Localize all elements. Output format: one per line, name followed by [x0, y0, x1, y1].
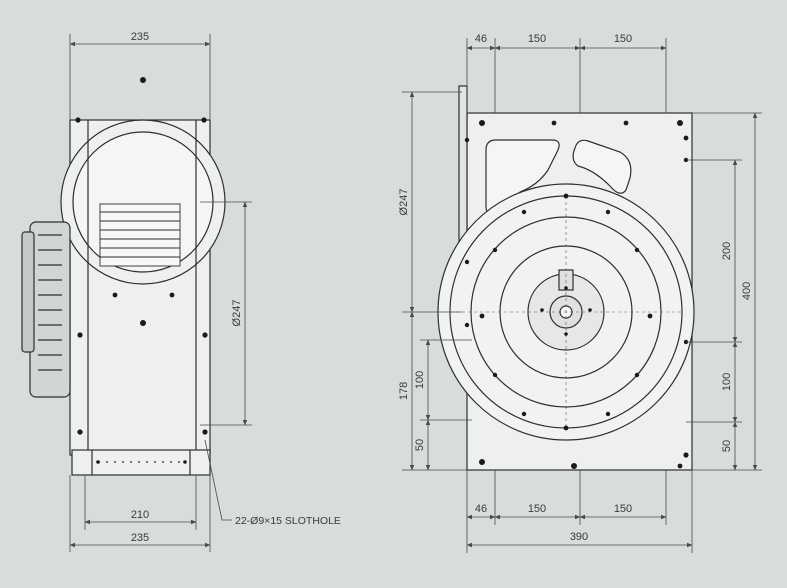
slothole-note: 22-Ø9×15 SLOTHOLE [235, 515, 341, 527]
side-dim-base-inner: 210 [131, 509, 149, 521]
side-dim-top-width: 235 [131, 31, 149, 43]
front-dim-right-200: 200 [721, 242, 733, 260]
front-dim-bottom-span-2: 150 [614, 503, 632, 515]
front-holes [464, 120, 689, 469]
front-dim-bottom-total: 390 [570, 531, 588, 543]
front-dim-left-50: 50 [414, 439, 426, 451]
front-dim-left-100: 100 [414, 371, 426, 389]
front-dimensions [402, 38, 762, 553]
front-radial-lines [450, 196, 682, 428]
front-dim-right-100: 100 [721, 373, 733, 391]
side-holes [75, 77, 208, 464]
front-dim-top-span-2: 150 [614, 33, 632, 45]
front-dim-right-50: 50 [721, 440, 733, 452]
front-dim-top-span-1: 150 [528, 33, 546, 45]
side-motor [21, 221, 71, 398]
front-dim-bottom-offset: 46 [475, 503, 487, 515]
front-dim-right-400: 400 [741, 282, 753, 300]
front-outlet-slot-right [572, 139, 632, 194]
side-dimensions [69, 34, 252, 552]
side-dim-diameter: Ø247 [231, 300, 243, 327]
front-dim-left-height: 178 [398, 382, 410, 400]
front-dim-left-diameter: Ø247 [398, 189, 410, 216]
side-base-plate [71, 449, 211, 476]
side-impeller [99, 203, 181, 267]
side-view [21, 119, 226, 476]
front-dim-top-offset: 46 [475, 33, 487, 45]
side-dim-base-outer: 235 [131, 532, 149, 544]
front-dim-bottom-span-1: 150 [528, 503, 546, 515]
